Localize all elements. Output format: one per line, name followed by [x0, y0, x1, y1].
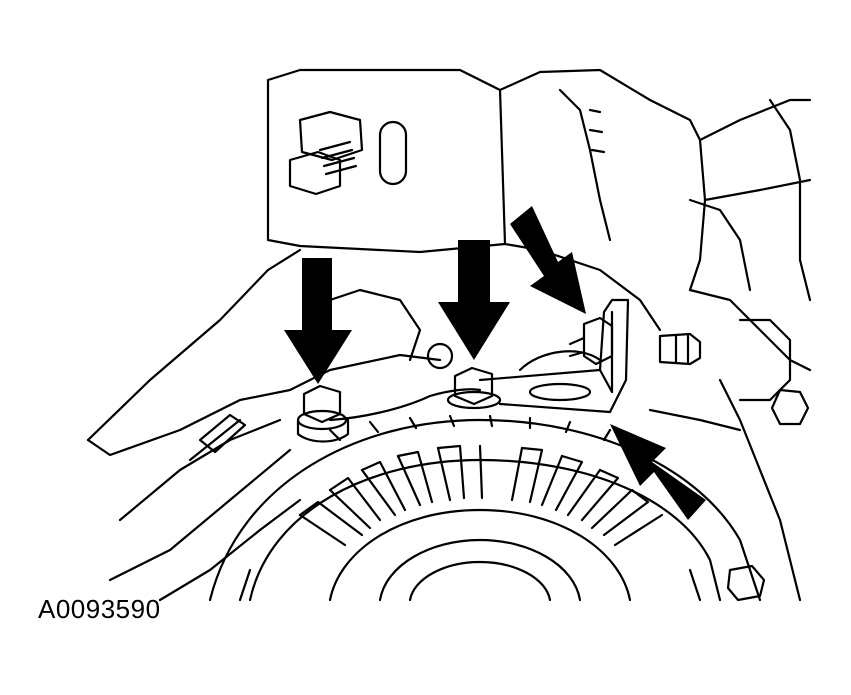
arrow-bracket-nut — [510, 206, 586, 314]
arrow-bolt-center — [438, 240, 510, 360]
arrow-bracket-end — [610, 424, 706, 520]
pulley-disc — [208, 414, 762, 602]
upper-housing — [266, 68, 812, 372]
bracket-assembly — [328, 298, 702, 422]
right-side-parts — [648, 198, 810, 602]
left-body — [86, 248, 454, 602]
arrow-bolt-left — [284, 258, 352, 384]
figure-id-label: A0093590 — [38, 594, 161, 624]
top-bolt — [288, 110, 408, 196]
center-bolt — [446, 366, 502, 410]
left-bolt — [296, 384, 350, 443]
